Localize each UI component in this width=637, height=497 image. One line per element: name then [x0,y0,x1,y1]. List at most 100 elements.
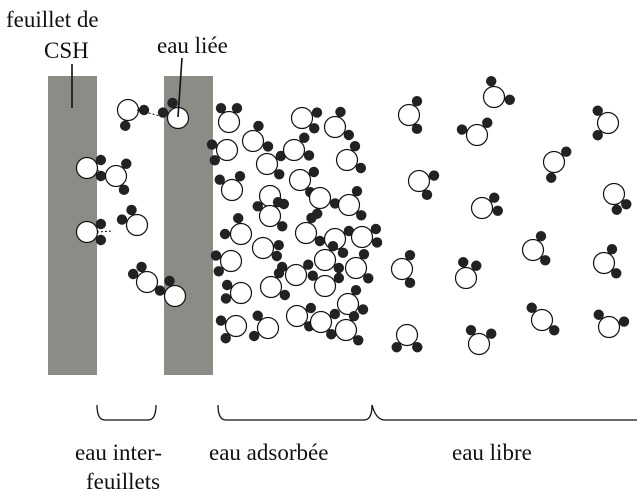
oxygen-atom [135,270,159,294]
hydrogen-atom [220,293,232,304]
hydrogen-bond [156,287,167,295]
hydrogen-atom [358,248,370,260]
bound-water-molecule [75,154,107,182]
hydrogen-atom [561,146,572,157]
oxygen-atom [294,221,318,245]
oxygen-atom [290,106,314,130]
adsorbed-water-molecule [313,240,345,274]
adsorbed-water-molecule [215,102,243,134]
hydrogen-atom [492,205,503,216]
free-water-molecule [602,182,632,215]
adsorbed-water-molecule [334,310,364,346]
hydrogen-atom [357,304,369,315]
oxygen-atom [116,98,140,122]
free-water-bracket [371,404,637,421]
free-water-molecule [397,95,423,135]
hydrogen-atom [618,316,630,327]
bound-water-molecule [75,218,107,246]
hydrogen-atom [611,204,622,215]
hydrogen-atom [138,104,150,116]
hydrogen-atom [215,102,227,114]
hydrogen-atom [306,212,317,224]
hydrogen-bond [96,230,113,233]
hydrogen-atom [233,213,244,224]
bound-water-label: eau liée [157,33,228,58]
oxygen-atom [596,111,620,135]
hydrogen-atom [371,237,383,248]
hydrogen-atom [121,158,132,169]
interlayer-water-molecule [104,158,132,196]
hydrogen-atom [526,302,537,313]
free-water-molecule [526,302,560,336]
hydrogen-atom [370,223,382,235]
oxygen-atom [602,182,626,206]
hydrogen-atom [465,324,477,336]
interlayer-water-label-line2: feuillets [86,469,160,494]
hydrogen-atom [404,249,416,261]
adsorbed-water-molecule [336,284,369,316]
hydrogen-atom [118,184,130,196]
hydrogen-atom [348,310,360,322]
hydrogen-atom [611,268,622,279]
hydrogen-atom [540,255,551,266]
oxygen-atom [125,213,149,237]
free-water-molecule [521,230,551,266]
oxygen-atom [397,103,421,127]
oxygen-atom [104,164,128,188]
adsorbed-water-molecule [290,106,323,134]
oxygen-atom [521,238,545,262]
hydrogen-atom [231,102,243,114]
hydrogen-atom [209,155,220,166]
adsorbed-water-molecule [219,213,253,246]
oxygen-atom [255,152,279,176]
hydrogen-atom [303,150,315,161]
hydrogen-atom [253,120,264,132]
hydrogen-atom [252,310,263,321]
adsorbed-water-molecule [337,185,367,221]
oxygen-atom [75,156,99,180]
free-water-molecule [592,105,620,141]
hydrogen-atom [303,259,314,270]
free-water-molecule [465,324,497,356]
hydrogen-atom [210,250,222,261]
hydrogen-atom [164,275,175,287]
hydrogen-atom [356,210,367,221]
hydrogen-atom [95,234,107,246]
hydrogen-atom [404,277,416,289]
hydrogen-atom [343,129,355,141]
hydrogen-atom [262,141,274,152]
hydrogen-atom [482,117,493,128]
oxygen-atom [482,85,506,109]
oxygen-atom [288,168,312,192]
hydrogen-atom [214,174,225,185]
hydrogen-bond [96,169,107,175]
oxygen-atom [530,308,554,332]
oxygen-atom [284,263,308,287]
adsorbed-water-molecule [259,267,291,301]
hydrogen-atom [549,325,560,336]
hydrogen-atom [329,198,341,209]
oxygen-atom [256,316,280,340]
hydrogen-atom [314,235,326,247]
hydrogen-atom [120,120,131,131]
oxygen-atom [334,318,358,342]
oxygen-atom [344,256,368,280]
hydrogen-atom [311,107,323,118]
hydrogen-atom [326,329,337,340]
adsorbed-water-molecule [344,248,374,284]
hydrogen-atom [274,169,285,180]
hydrogen-atom [592,105,603,116]
adsorbed-water-molecule [206,138,239,166]
hydrogen-atom [456,124,468,135]
oxygen-atom [335,148,359,172]
hydrogen-atom [157,107,169,118]
hydrogen-atom [215,315,227,326]
hydrogen-atom [220,333,231,344]
hydrogen-atom [116,214,128,225]
oxygen-atom [337,193,361,217]
hydrogen-atom [593,309,604,320]
hydrogen-atom [335,106,346,118]
adsorbed-water-molecule [307,270,345,298]
hydrogen-atom [350,284,362,296]
hydrogen-atom [458,257,469,268]
